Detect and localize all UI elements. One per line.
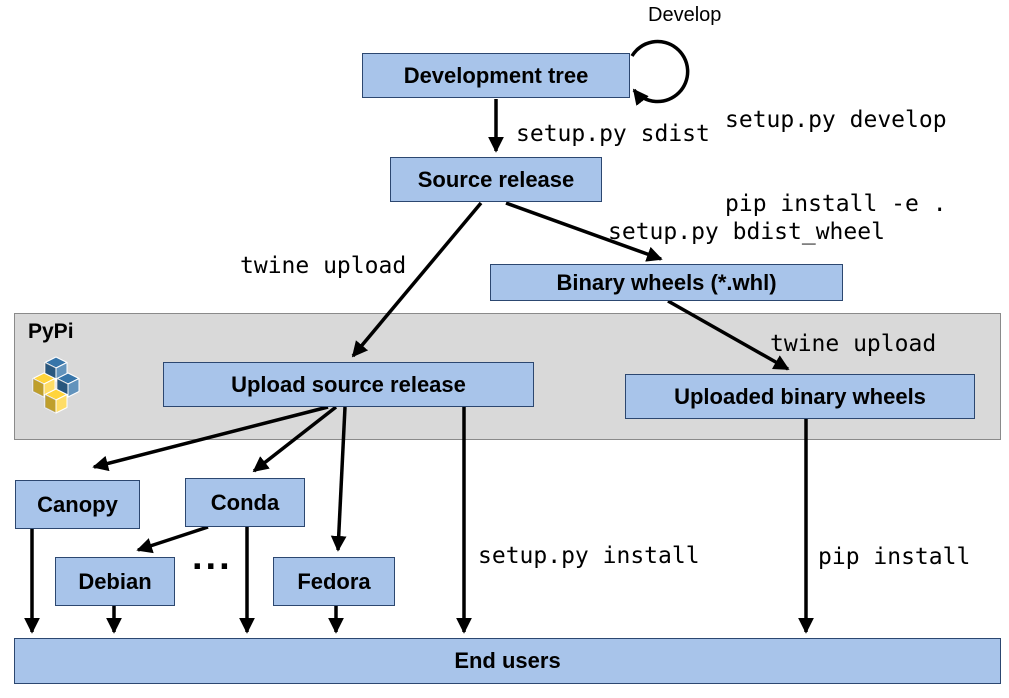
node-conda-label: Conda [210,489,280,515]
edge-label-setup-install: setup.py install [478,543,700,569]
ellipsis-label: ... [192,536,233,578]
edge-label-twine-upload-wheels: twine upload [770,331,937,357]
arrow-develop-loop [630,39,690,106]
node-end-users-label: End users [454,648,561,673]
edge-label-develop-commands: setup.py develop pip install -e . [725,50,947,274]
node-conda: Conda [185,478,305,527]
node-end-users: End users [14,638,1001,684]
node-canopy-label: Canopy [37,491,118,517]
edge-label-twine-upload-source: twine upload [240,253,407,279]
node-development-tree: Development tree [362,53,630,98]
node-canopy: Canopy [15,480,140,529]
pypi-label: PyPi [28,320,74,343]
edge-label-bdist-wheel: setup.py bdist_wheel [608,219,885,245]
node-binary-wheels-label: Binary wheels (*.whl) [556,269,777,295]
node-source-release-label: Source release [417,166,575,192]
node-binary-wheels: Binary wheels (*.whl) [490,264,843,301]
node-uploaded-binary-wheels: Uploaded binary wheels [625,374,975,419]
node-upload-source-release-label: Upload source release [231,371,466,397]
edge-label-develop: Develop [648,4,722,26]
node-debian: Debian [55,557,175,606]
edge-label-sdist: setup.py sdist [516,121,710,147]
edge-label-pip-install: pip install [818,544,971,570]
edge-label-develop-cmd2: pip install -e . [725,191,947,217]
node-debian-label: Debian [78,568,152,594]
node-fedora: Fedora [273,557,395,606]
edge-label-develop-cmd1: setup.py develop [725,107,947,133]
pypi-logo [32,356,80,414]
node-uploaded-binary-wheels-label: Uploaded binary wheels [674,383,926,409]
node-upload-source-release: Upload source release [163,362,534,407]
node-fedora-label: Fedora [297,568,371,594]
node-source-release: Source release [390,157,602,202]
node-development-tree-label: Development tree [403,62,589,88]
